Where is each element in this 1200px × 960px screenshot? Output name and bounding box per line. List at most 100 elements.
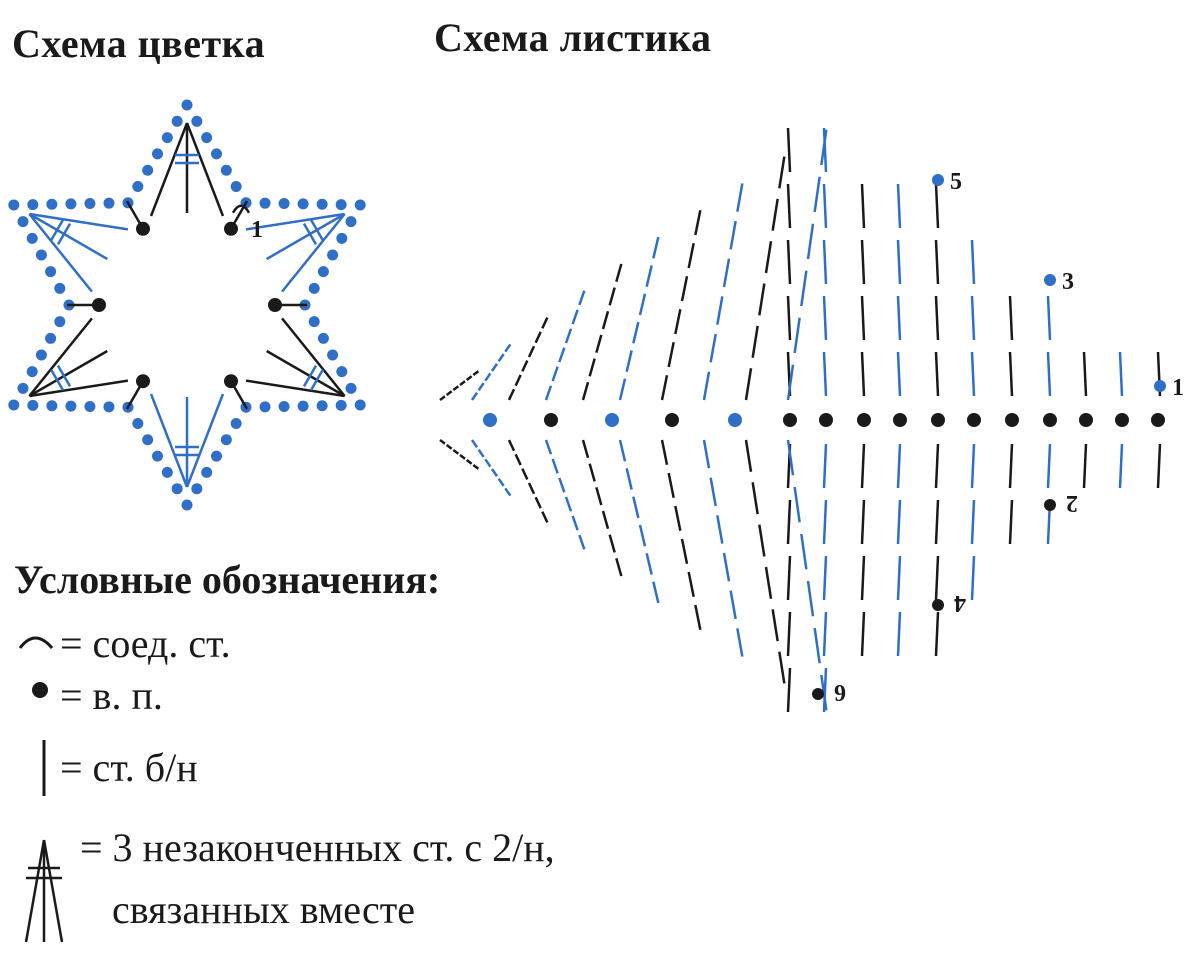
leaf-stitch: [1046, 295, 1052, 341]
flower-edge-stitch: [354, 399, 366, 411]
leaf-stitch: [674, 309, 682, 335]
leaf-stitch: [778, 651, 786, 684]
leaf-stitch: [459, 454, 466, 460]
leaf-stitch: [934, 183, 940, 229]
flower-edge-stitch: [8, 199, 20, 211]
leaf-chain: [1115, 413, 1129, 427]
flower-edge-stitch: [308, 316, 320, 328]
leaf-stitch: [813, 176, 821, 213]
leaf-stitch: [625, 468, 633, 490]
petal-cluster-stitch: [245, 212, 345, 231]
leaf-chain: [1043, 413, 1057, 427]
flower-edge-stitch: [327, 249, 339, 261]
flower-edge-stitch: [27, 399, 39, 411]
center-chain: [136, 374, 150, 389]
leaf-stitch: [465, 375, 473, 381]
flower-edge-stitch: [327, 349, 339, 361]
petal-cluster-stitch: [28, 349, 108, 398]
flower-diagram-title: Схема цветка: [12, 21, 266, 66]
legend-symbols: [18, 636, 64, 943]
leaf-stitch: [452, 449, 460, 455]
leaf-stitch: [578, 290, 586, 306]
leaf-stitch: [822, 351, 828, 397]
leaf-stitch: [490, 468, 499, 477]
leaf-stitch: [896, 351, 902, 397]
leaf-stitch: [571, 309, 579, 325]
leaf-stitch: [934, 555, 940, 601]
flower-edge-stitch: [211, 450, 222, 462]
leaf-stitch: [1118, 443, 1124, 489]
leaf-stitch: [534, 496, 542, 509]
flower-edge-stitch: [35, 249, 47, 261]
leaf-chain: [819, 413, 833, 427]
cluster-bar: [302, 364, 318, 388]
leaf-stitch: [608, 534, 616, 553]
leaf-stitch: [527, 482, 536, 495]
leaf-stitch: [638, 524, 647, 547]
legend-item-cluster: = 3 незаконченных ст. с 2/н,: [80, 825, 555, 870]
petal-cluster-stitch: [29, 379, 129, 398]
flower-edge-stitch: [161, 132, 173, 144]
center-chain: [268, 298, 282, 312]
leaf-stitch: [694, 604, 702, 630]
flower-edge-stitch: [84, 400, 96, 412]
leaf-stitch: [477, 382, 485, 392]
flower-edge-stitch: [201, 466, 213, 478]
leaf-stitch: [758, 524, 766, 557]
leaf-stitch: [608, 287, 616, 306]
legend-item-cluster-line2: связанных вместе: [112, 887, 416, 932]
leaf-stitch: [439, 439, 446, 445]
leaf-stitch: [934, 295, 940, 341]
leaf-chain: [783, 413, 797, 427]
leaf-stitch: [578, 534, 586, 550]
leaf-stitch: [507, 388, 516, 401]
petal-cluster-stitch: [185, 393, 225, 488]
leaf-stitch: [1118, 351, 1124, 397]
leaf-stitch: [504, 343, 512, 353]
leaf-stitch: [1156, 443, 1162, 489]
petal-cluster-stitch: [28, 213, 93, 293]
leaf-stitch: [625, 350, 633, 372]
petal-cluster-stitch: [28, 212, 108, 261]
leaf-chain: [665, 413, 679, 427]
leaf-stitch: [813, 627, 821, 664]
leaf-stitch: [588, 463, 596, 482]
flower-edge-stitch: [316, 400, 328, 412]
flower-edge-stitch: [335, 399, 347, 411]
leaf-stitch: [571, 515, 579, 531]
flower-edge-stitch: [26, 366, 38, 378]
leaf-stitch: [722, 258, 731, 288]
flower-edge-stitch: [17, 382, 29, 394]
leaf-stitch: [771, 198, 779, 231]
leaf-stitch: [638, 293, 647, 316]
flower-edge-stitch: [161, 466, 173, 478]
cluster-symbol: [24, 839, 64, 943]
leaf-stitch: [806, 223, 815, 260]
leaf-stitch: [514, 374, 522, 387]
leaf-stitch: [822, 611, 828, 657]
leaf-stitch: [581, 439, 590, 459]
leaf-stitch: [680, 538, 689, 564]
leaf-row-label: 2: [1066, 490, 1078, 516]
leaf-stitch: [595, 486, 603, 506]
cluster-bar: [309, 218, 324, 242]
flower-edge-stitch: [211, 148, 222, 160]
leaf-stitch: [896, 443, 902, 489]
petal-cluster-stitch: [245, 379, 345, 398]
leaf-stitch: [896, 239, 902, 285]
leaf-stitch: [632, 496, 640, 519]
leaf-stitch: [558, 477, 566, 493]
leaf-stitch: [970, 295, 976, 341]
leaf-stitch: [601, 310, 610, 330]
cluster-bar: [56, 364, 72, 388]
leaf-stitch: [820, 129, 828, 166]
leaf-stitch: [709, 333, 717, 363]
flower-edge-stitch: [316, 198, 328, 210]
flower-edge-stitch: [191, 483, 203, 495]
leaf-stitch: [595, 334, 603, 354]
flower-edge-stitch: [142, 164, 154, 176]
leaf-row-label: 3: [1062, 269, 1074, 295]
leaf-stitch: [1082, 443, 1088, 489]
leaf-stitch: [472, 370, 480, 376]
flower-edge-stitch: [201, 132, 213, 144]
